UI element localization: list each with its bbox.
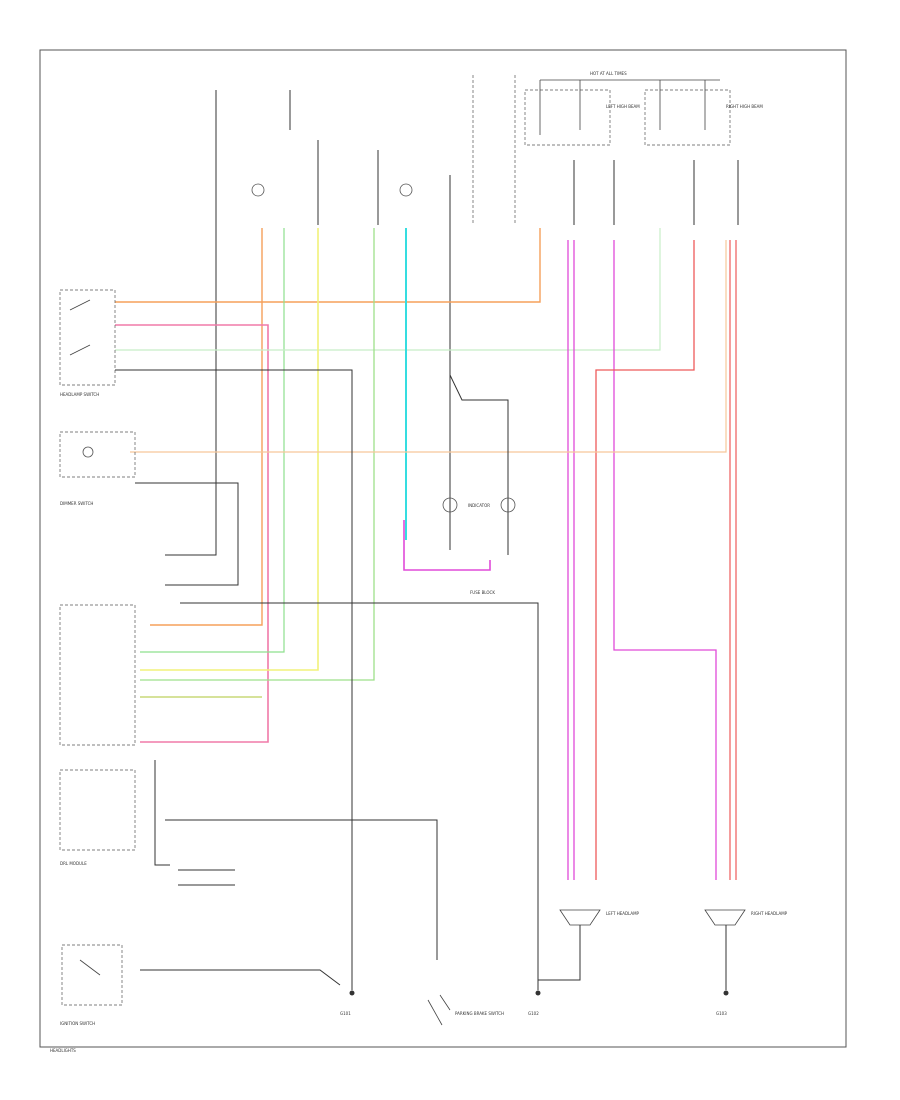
diagram-border [39,49,847,1048]
ground-points: G101 G102 G103 [340,990,729,1016]
fuse-block-label: FUSE BLOCK [470,590,495,595]
parking-brake-switch: PARKING BRAKE SWITCH [427,994,504,1026]
ground-right-label: G103 [716,1011,727,1016]
hot-at-all-times-label: HOT AT ALL TIMES [590,71,627,76]
wire-lightorange [130,240,727,453]
wire-magenta-bottom [403,520,491,571]
parking-brake-label: PARKING BRAKE SWITCH [455,1011,504,1016]
right-high-beam-label: RIGHT HIGH BEAM [726,104,763,109]
left-high-beam-label: LEFT HIGH BEAM [606,104,640,109]
drl-module-label: DRL MODULE [60,861,87,866]
top-gray-wires [215,90,739,550]
wire-red-2 [729,240,737,880]
dimmer-switch: DIMMER SWITCH [59,431,136,506]
lower-gray-wires [115,369,539,990]
wire-red [595,240,695,880]
top-relay-area: HOT AT ALL TIMES LEFT HIGH BEAM RIGHT HI… [472,71,763,223]
right-headlamp: RIGHT HEADLAMP [704,909,788,990]
ignition-switch: IGNITION SWITCH [60,944,123,1026]
wire-magenta-long [567,240,575,880]
left-headlamp-label: LEFT HEADLAMP [606,911,640,916]
indicator-label: INDICATOR [468,503,490,508]
headlamp-switch-label: HEADLAMP SWITCH [60,392,99,397]
wire-magenta-center [613,240,717,880]
wire-lightgreen [140,228,375,681]
indicator-lamps: INDICATOR FUSE BLOCK [442,497,516,595]
ground-center-label: G102 [528,1011,539,1016]
dimmer-switch-label: DIMMER SWITCH [60,501,93,506]
wire-yellow [140,228,319,671]
ignition-switch-label: IGNITION SWITCH [60,1021,95,1026]
wire-pink [115,324,269,743]
wire-green [140,228,285,653]
headlamp-switch: HEADLAMP SWITCH [59,289,116,397]
ground-left-label: G101 [340,1011,351,1016]
footer-label: HEADLIGHTS [50,1048,76,1053]
wire-orange [115,228,541,626]
left-headlamp: LEFT HEADLAMP [538,909,640,981]
drl-module: DRL MODULE [59,604,136,866]
wire-green-right [115,228,661,351]
right-headlamp-label: RIGHT HEADLAMP [751,911,788,916]
